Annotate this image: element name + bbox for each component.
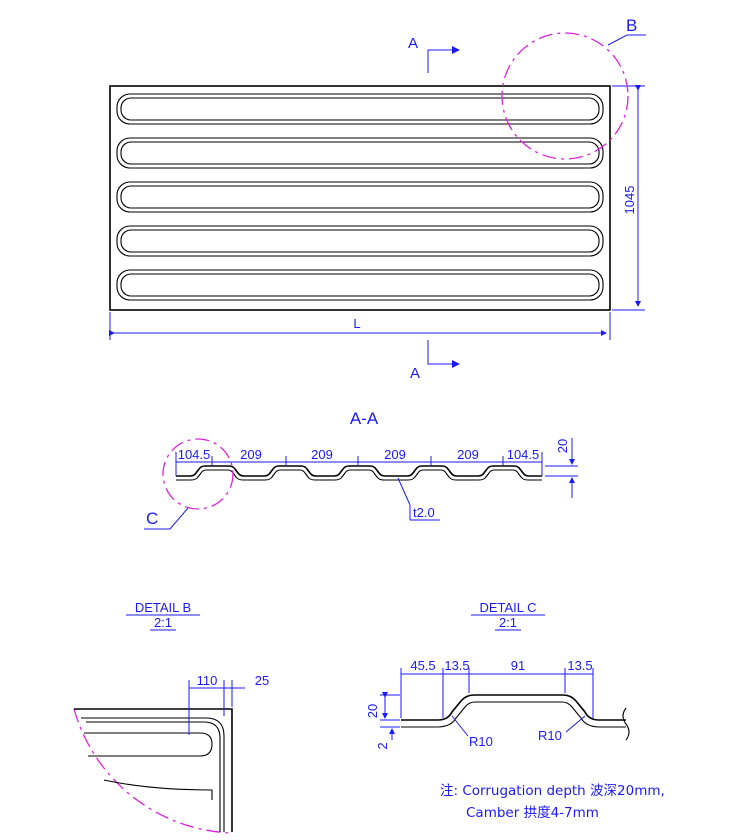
pitch-label: 209 bbox=[240, 447, 262, 462]
rib-inner bbox=[120, 229, 600, 253]
detail-c-title: DETAIL C bbox=[479, 600, 536, 615]
pitch-label: 104.5 bbox=[507, 447, 540, 462]
detail-b-scale: 2:1 bbox=[154, 615, 172, 630]
detail-b-dimensions: 110 25 bbox=[188, 673, 269, 735]
section-marker-bottom: A bbox=[410, 340, 460, 382]
rib bbox=[116, 225, 604, 257]
rib bbox=[116, 137, 604, 169]
depth-dimension: 20 bbox=[545, 438, 578, 498]
depth-label: 20 bbox=[555, 439, 570, 453]
pitch-dimensions: 104.5 209 209 209 209 104.5 bbox=[175, 447, 543, 476]
detail-b-arc bbox=[73, 708, 233, 834]
detail-c-profile bbox=[401, 694, 630, 741]
detail-b: DETAIL B 2:1 110 25 bbox=[73, 600, 269, 834]
detail-b-dim-b: 25 bbox=[255, 673, 269, 688]
detail-c-dim: 91 bbox=[511, 658, 525, 673]
section-marker-bottom-label: A bbox=[410, 365, 420, 382]
detail-c-dim: 13.5 bbox=[567, 658, 592, 673]
pitch-label: 209 bbox=[384, 447, 406, 462]
detail-c-dim: 13.5 bbox=[444, 658, 469, 673]
rib-inner bbox=[120, 185, 600, 209]
pitch-label: 209 bbox=[311, 447, 333, 462]
thickness-leader: t2.0 bbox=[397, 477, 440, 521]
rib bbox=[116, 181, 604, 213]
rib-inner bbox=[120, 141, 600, 165]
rib-inner bbox=[120, 273, 600, 297]
rib-inner bbox=[120, 97, 600, 121]
section-aa: A-A 104.5 209 209 209 209 104.5 bbox=[144, 409, 578, 530]
detail-c: DETAIL C 2:1 45.5 13.5 91 13.5 20 bbox=[365, 600, 630, 750]
plan-view: 1045 L A A B bbox=[109, 16, 646, 382]
detail-c-dimensions: 45.5 13.5 91 13.5 20 2 R10 R10 bbox=[365, 658, 594, 750]
section-profile bbox=[176, 465, 542, 481]
section-marker-top: A bbox=[408, 35, 460, 73]
length-dimension: L bbox=[109, 312, 611, 340]
detail-c-marker: C bbox=[146, 509, 158, 528]
pitch-label: 104.5 bbox=[178, 447, 211, 462]
note: 注: Corrugation depth 波深20mm, Camber 拱度4-… bbox=[440, 783, 665, 821]
note-line-2: Camber 拱度4-7mm bbox=[466, 805, 599, 821]
corrugation-ribs bbox=[116, 93, 604, 301]
detail-c-scale: 2:1 bbox=[499, 615, 517, 630]
note-line-1: 注: Corrugation depth 波深20mm, bbox=[440, 783, 665, 799]
detail-b-callout: B bbox=[501, 16, 646, 160]
detail-c-dim: 45.5 bbox=[410, 658, 435, 673]
detail-c-thickness-label: 2 bbox=[375, 742, 390, 749]
section-aa-title: A-A bbox=[350, 409, 379, 428]
thickness-label: t2.0 bbox=[413, 505, 435, 520]
length-label: L bbox=[353, 316, 360, 331]
detail-c-depth-label: 20 bbox=[365, 704, 380, 718]
panel-outline bbox=[109, 85, 611, 311]
section-marker-top-label: A bbox=[408, 35, 418, 52]
detail-b-dim-a: 110 bbox=[197, 673, 218, 688]
pitch-label: 209 bbox=[457, 447, 479, 462]
detail-c-radius-left: R10 bbox=[469, 734, 493, 749]
detail-c-callout: C bbox=[144, 438, 234, 530]
height-dimension: 1045 bbox=[612, 85, 645, 311]
height-label: 1045 bbox=[622, 186, 637, 215]
detail-b-title: DETAIL B bbox=[135, 600, 191, 615]
detail-b-marker: B bbox=[626, 16, 637, 35]
detail-c-radius-right: R10 bbox=[538, 728, 562, 743]
rib bbox=[116, 93, 604, 125]
rib bbox=[116, 269, 604, 301]
